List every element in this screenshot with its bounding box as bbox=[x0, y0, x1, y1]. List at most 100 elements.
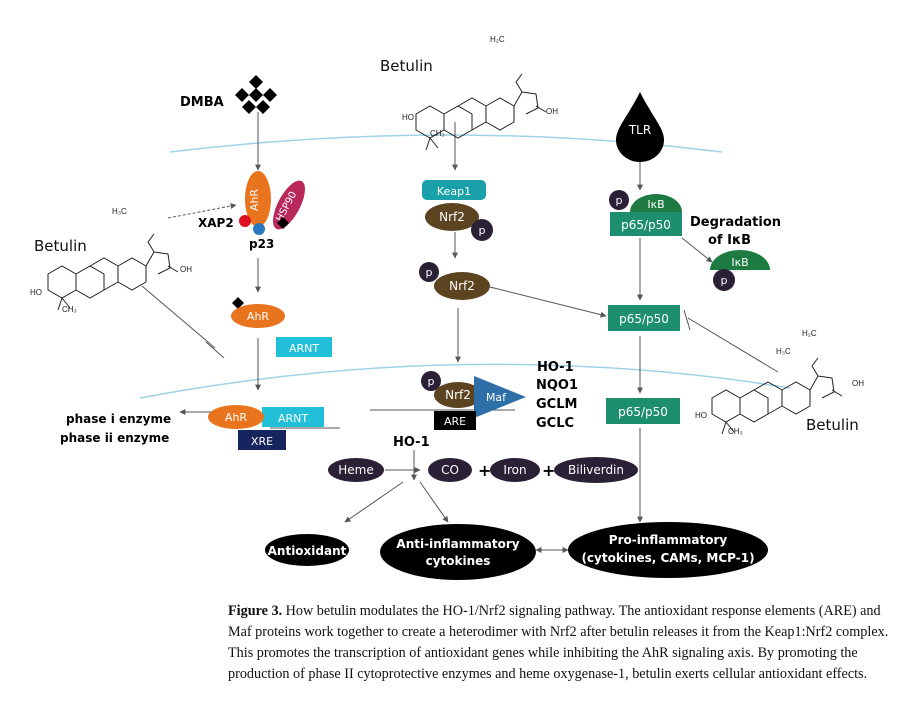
keap1 bbox=[422, 180, 486, 200]
dmba-molecule-icon bbox=[235, 75, 277, 114]
svg-text:p: p bbox=[426, 266, 433, 279]
p65p50-cytosol bbox=[610, 212, 682, 236]
chem-ho-left: HO bbox=[30, 288, 42, 297]
chem-oh-top: OH bbox=[546, 107, 558, 116]
betulin-structure-right bbox=[711, 357, 843, 435]
svg-text:p: p bbox=[721, 274, 728, 287]
xap2-dot bbox=[239, 215, 251, 227]
chem-ch3-right: CH₃ bbox=[728, 427, 743, 436]
gene-gclc: GCLC bbox=[536, 416, 574, 431]
antioxidant-outcome bbox=[265, 534, 349, 566]
ikb-degraded-label: IκB bbox=[731, 256, 748, 269]
degradation-label-1: Degradation bbox=[690, 215, 781, 230]
anti-inflammatory-outcome bbox=[380, 524, 536, 580]
degradation-label-2: of IκB bbox=[708, 233, 751, 248]
figure-caption: Figure 3. How betulin modulates the HO-1… bbox=[228, 601, 900, 685]
plus-sign: + bbox=[542, 461, 555, 480]
phase-i-label: phase i enzyme bbox=[66, 412, 171, 426]
heme bbox=[328, 458, 384, 482]
gene-nqo1: NQO1 bbox=[536, 378, 578, 393]
p65p50-free bbox=[608, 305, 680, 331]
ahr-cytosolic-label: AhR bbox=[247, 310, 269, 323]
phosphate-badge bbox=[419, 262, 439, 282]
svg-text:p: p bbox=[479, 224, 486, 237]
arnt-mid-label: ARNT bbox=[289, 342, 319, 355]
betulin-label-right: Betulin bbox=[806, 416, 859, 434]
arnt-bottom-label: ARNT bbox=[278, 412, 308, 425]
ikb-degraded bbox=[710, 250, 770, 270]
chem-h2c-top: H₂C bbox=[490, 35, 505, 44]
maf-label: Maf bbox=[486, 391, 507, 404]
phosphate-badge bbox=[471, 219, 493, 241]
keap1-label: Keap1 bbox=[437, 185, 471, 198]
ahr-nuclear bbox=[208, 405, 264, 429]
biliverdin bbox=[554, 457, 638, 483]
betulin-structure-top bbox=[415, 73, 547, 151]
ahr-cytosolic bbox=[231, 304, 285, 328]
iron-label: Iron bbox=[503, 463, 526, 477]
chem-ho-top: HO bbox=[402, 113, 414, 122]
tlr-receptor-icon bbox=[616, 92, 664, 162]
ahr-complex-label: AhR bbox=[248, 189, 261, 211]
gene-ho1: HO-1 bbox=[537, 360, 574, 375]
arnt-mid bbox=[276, 337, 332, 357]
ahr-nuclear-label: AhR bbox=[225, 411, 247, 424]
nrf2-bound-label: Nrf2 bbox=[439, 210, 465, 224]
chem-oh-right: OH bbox=[852, 379, 864, 388]
co-label: CO bbox=[441, 463, 459, 477]
betulin-structure-left bbox=[47, 233, 179, 311]
heme-label: Heme bbox=[338, 463, 373, 477]
ho1-enzyme-label: HO-1 bbox=[393, 435, 430, 450]
arnt-bottom bbox=[262, 407, 324, 427]
chem-h2c-right: H₂C bbox=[802, 329, 817, 338]
svg-text:p: p bbox=[616, 194, 623, 207]
svg-text:p: p bbox=[428, 375, 435, 388]
hsp90 bbox=[273, 180, 305, 230]
maf-protein bbox=[474, 376, 526, 418]
phosphate-badge bbox=[609, 190, 629, 210]
pro-inflammatory-label-2: (cytokines, CAMs, MCP-1) bbox=[581, 551, 754, 565]
betulin-label-left: Betulin bbox=[34, 237, 87, 255]
chem-h2c-left: H₃C bbox=[112, 207, 127, 216]
p23-dot bbox=[253, 223, 265, 235]
p65p50-cytosol-label: p65/p50 bbox=[621, 218, 671, 232]
nuclear-membrane bbox=[139, 363, 791, 399]
are-label: ARE bbox=[444, 415, 466, 428]
chem-h3c-right: H₃C bbox=[776, 347, 791, 356]
betulin-label-top: Betulin bbox=[380, 57, 433, 75]
co bbox=[428, 458, 472, 482]
anti-inflammatory-label-1: Anti-inflammatory bbox=[396, 537, 519, 551]
ligand-diamond-icon bbox=[232, 297, 244, 309]
ahr-complex bbox=[245, 171, 271, 227]
phase-ii-label: phase ii enzyme bbox=[60, 431, 169, 445]
nrf2-nuclear bbox=[434, 382, 482, 408]
anti-inflammatory-label-2: cytokines bbox=[426, 554, 491, 568]
chem-ch3-left: CH₃ bbox=[62, 305, 77, 314]
tlr-label: TLR bbox=[628, 123, 651, 137]
phosphate-badge bbox=[421, 371, 441, 391]
iron bbox=[490, 458, 540, 482]
ikb-bound bbox=[630, 194, 682, 212]
gene-gclm: GCLM bbox=[536, 397, 577, 412]
nrf2-free-label: Nrf2 bbox=[449, 279, 475, 293]
connector-lines bbox=[141, 112, 779, 553]
p23-label: p23 bbox=[249, 237, 274, 251]
ligand-diamond-icon bbox=[277, 217, 289, 229]
caption-text: How betulin modulates the HO-1/Nrf2 sign… bbox=[228, 603, 889, 682]
ikb-label: IκB bbox=[647, 198, 664, 211]
chem-oh-left: OH bbox=[180, 265, 192, 274]
nrf2-free bbox=[434, 272, 490, 300]
xre-label: XRE bbox=[251, 435, 273, 448]
p65p50-nuclear bbox=[606, 398, 680, 424]
phosphate-badge bbox=[713, 269, 735, 291]
caption-label: Figure 3. bbox=[228, 603, 283, 619]
are-element bbox=[434, 411, 476, 430]
p65p50-free-label: p65/p50 bbox=[619, 312, 669, 326]
biliverdin-label: Biliverdin bbox=[568, 463, 624, 477]
plus-sign: + bbox=[478, 461, 491, 480]
antioxidant-label: Antioxidant bbox=[268, 544, 347, 558]
chem-ho-right: HO bbox=[695, 411, 707, 420]
p65p50-nuclear-label: p65/p50 bbox=[618, 405, 668, 419]
